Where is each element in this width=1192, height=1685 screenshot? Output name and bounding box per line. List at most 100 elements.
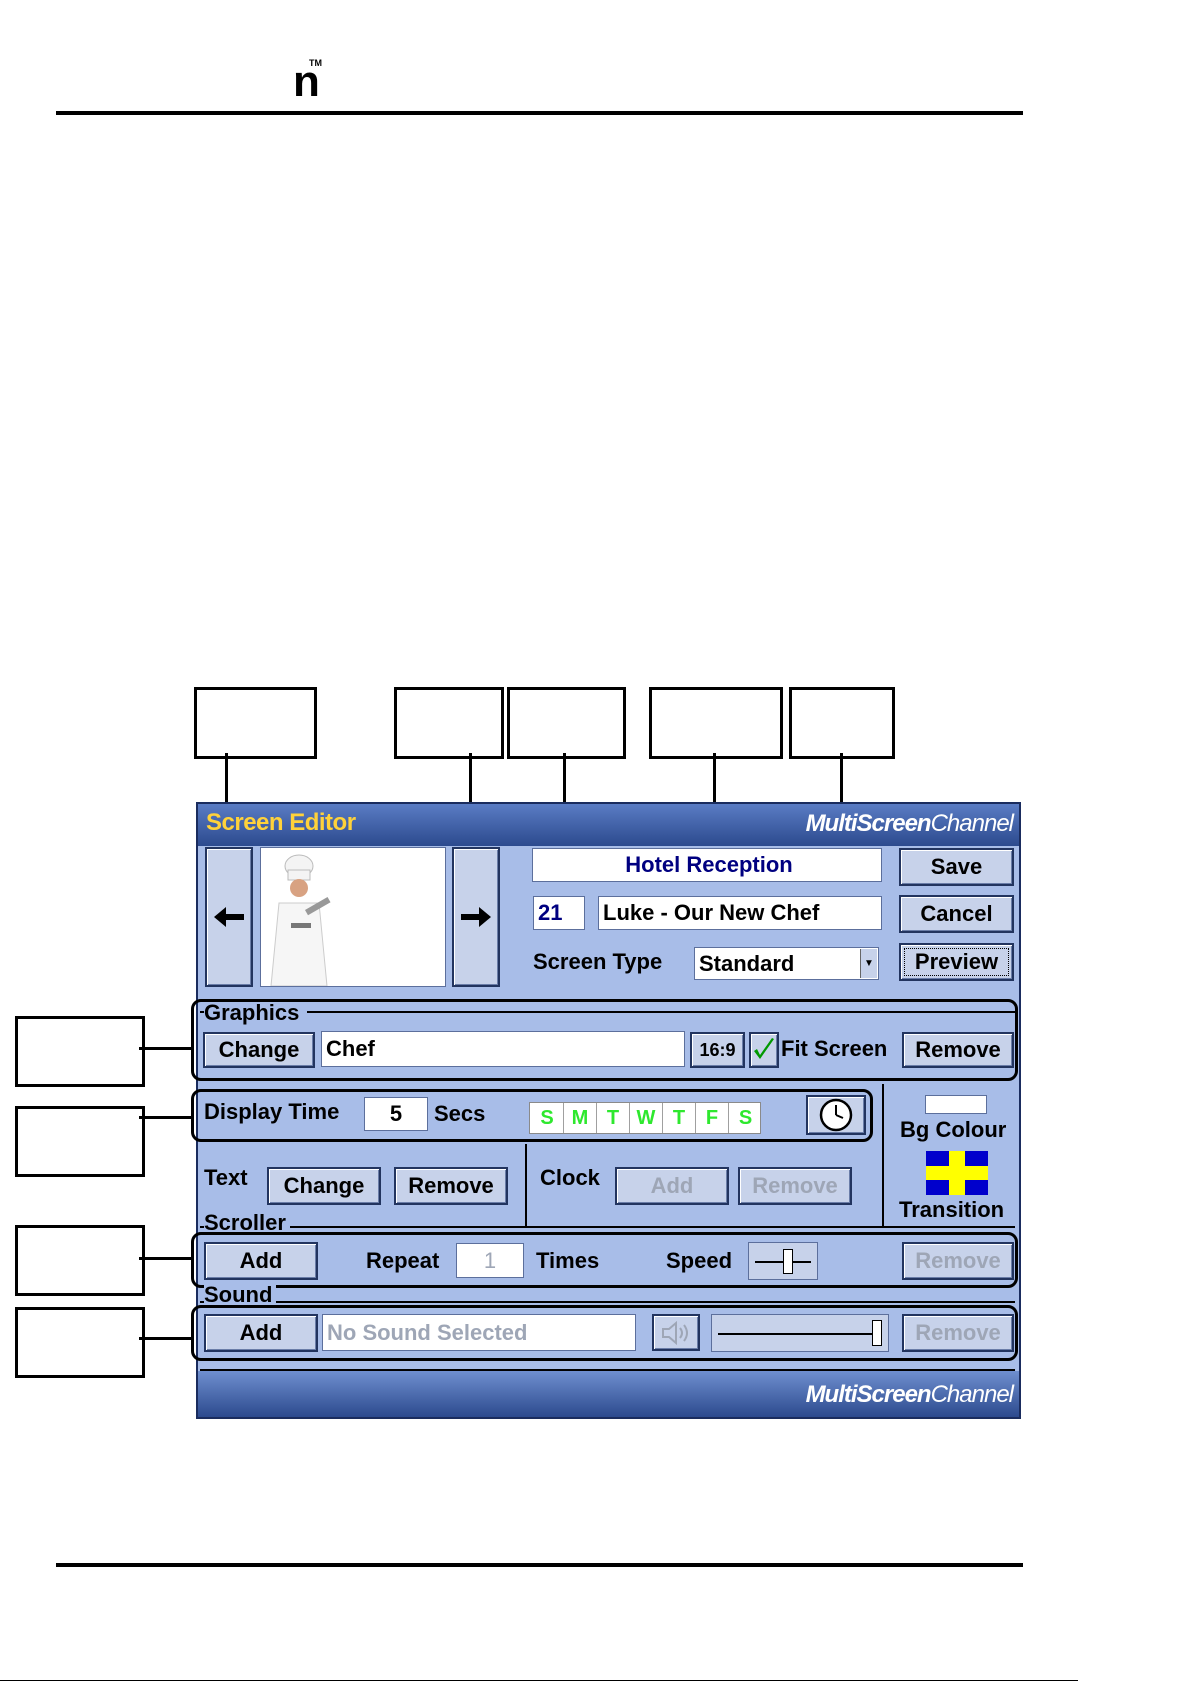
clock-label: Clock bbox=[540, 1165, 600, 1190]
brand-light: Channel bbox=[930, 1381, 1014, 1408]
speed-label: Speed bbox=[666, 1248, 733, 1273]
brand-logo: n TM bbox=[293, 57, 333, 106]
callout-box-2 bbox=[394, 687, 504, 759]
speed-slider[interactable] bbox=[748, 1242, 818, 1280]
brand-footer: MultiScreenChannel bbox=[805, 1381, 1014, 1409]
callout-line-7 bbox=[139, 1116, 193, 1119]
bg-colour-swatch[interactable] bbox=[925, 1095, 987, 1114]
scroller-label: Scroller bbox=[204, 1210, 290, 1236]
bottom-separator bbox=[200, 1369, 1015, 1371]
sound-separator bbox=[200, 1301, 1015, 1303]
callout-box-4 bbox=[649, 687, 783, 759]
screen-thumbnail[interactable] bbox=[260, 847, 446, 987]
graphics-callout-outline bbox=[191, 999, 1018, 1081]
sound-remove-button[interactable]: Remove bbox=[902, 1314, 1014, 1352]
next-screen-button[interactable] bbox=[452, 847, 500, 987]
callout-line-8 bbox=[139, 1257, 193, 1260]
callout-box-9 bbox=[15, 1307, 145, 1378]
brand-header: MultiScreenChannel bbox=[805, 810, 1014, 838]
scroller-remove-button[interactable]: Remove bbox=[902, 1242, 1014, 1280]
day-saturday[interactable]: S bbox=[738, 1106, 753, 1129]
sound-callout-outline bbox=[191, 1305, 1018, 1361]
day-tuesday[interactable]: T bbox=[597, 1103, 630, 1133]
brand-bold: MultiScreen bbox=[805, 1381, 932, 1408]
footer-bar: MultiScreenChannel bbox=[198, 1371, 1019, 1417]
graphics-remove-button[interactable]: Remove bbox=[902, 1032, 1014, 1068]
text-clock-divider bbox=[525, 1144, 527, 1226]
display-time-input[interactable]: 5 bbox=[364, 1097, 428, 1131]
text-label: Text bbox=[204, 1165, 248, 1190]
header-rule bbox=[56, 111, 1023, 115]
transition-label: Transition bbox=[899, 1197, 1005, 1222]
save-button[interactable]: Save bbox=[899, 848, 1014, 886]
fit-screen-checkbox[interactable] bbox=[749, 1032, 779, 1068]
title-bar: Screen Editor MultiScreenChannel bbox=[198, 804, 1019, 846]
clock-add-button[interactable]: Add bbox=[615, 1167, 729, 1205]
text-remove-button[interactable]: Remove bbox=[394, 1167, 508, 1205]
day-wednesday[interactable]: W bbox=[630, 1103, 663, 1133]
playlist-name-field[interactable]: Hotel Reception bbox=[532, 848, 882, 882]
day-thursday[interactable]: T bbox=[663, 1103, 696, 1133]
times-label: Times bbox=[536, 1248, 600, 1273]
chef-image bbox=[270, 854, 331, 987]
screen-number-field[interactable]: 21 bbox=[533, 896, 585, 930]
volume-slider[interactable] bbox=[711, 1314, 889, 1352]
scroller-callout-outline bbox=[191, 1232, 1018, 1288]
schedule-clock-button[interactable] bbox=[806, 1095, 866, 1135]
screen-type-value: Standard bbox=[699, 950, 795, 976]
cancel-button[interactable]: Cancel bbox=[899, 895, 1014, 933]
callout-box-6 bbox=[15, 1016, 145, 1087]
graphics-file-field[interactable]: Chef bbox=[321, 1031, 685, 1067]
secs-label: Secs bbox=[434, 1101, 486, 1126]
sound-file-field[interactable]: No Sound Selected bbox=[322, 1314, 636, 1351]
trademark: TM bbox=[309, 58, 322, 68]
screen-name-field[interactable]: Luke - Our New Chef bbox=[598, 896, 882, 930]
preview-button[interactable]: Preview bbox=[899, 943, 1014, 981]
day-sunday[interactable]: S bbox=[531, 1103, 564, 1133]
right-column-divider bbox=[882, 1084, 884, 1226]
clock-icon bbox=[819, 1098, 853, 1132]
callout-line-6 bbox=[139, 1047, 193, 1050]
text-change-button[interactable]: Change bbox=[267, 1167, 381, 1205]
screen-type-select[interactable]: Standard ▼ bbox=[694, 947, 879, 980]
graphics-separator bbox=[200, 1011, 1015, 1013]
scroller-add-button[interactable]: Add bbox=[204, 1242, 318, 1280]
repeat-input[interactable]: 1 bbox=[456, 1243, 524, 1278]
callout-line-4 bbox=[713, 753, 716, 843]
repeat-label: Repeat bbox=[366, 1248, 440, 1273]
page-bottom-rule bbox=[0, 1680, 1078, 1681]
speaker-icon bbox=[662, 1320, 688, 1345]
scroller-separator bbox=[200, 1226, 1015, 1228]
days-selector bbox=[529, 1102, 761, 1134]
aspect-ratio-button[interactable]: 16:9 bbox=[690, 1032, 745, 1068]
sound-add-button[interactable]: Add bbox=[204, 1314, 318, 1352]
callout-box-3 bbox=[507, 687, 626, 759]
brand-light: Channel bbox=[930, 810, 1014, 837]
footer-rule bbox=[56, 1563, 1023, 1567]
previous-screen-button[interactable] bbox=[205, 847, 253, 987]
callout-box-5 bbox=[789, 687, 895, 759]
screen-type-label: Screen Type bbox=[533, 949, 663, 974]
day-monday[interactable]: M bbox=[564, 1103, 597, 1133]
clock-remove-button[interactable]: Remove bbox=[738, 1167, 852, 1205]
speaker-button[interactable] bbox=[652, 1314, 700, 1351]
dropdown-arrow-icon[interactable]: ▼ bbox=[860, 949, 877, 978]
day-friday[interactable]: F bbox=[696, 1103, 729, 1133]
transition-icon[interactable] bbox=[926, 1151, 988, 1195]
graphics-label: Graphics bbox=[204, 1000, 308, 1026]
logo-letter: n bbox=[293, 57, 320, 106]
arrow-left-icon bbox=[214, 907, 244, 927]
arrow-right-icon bbox=[461, 907, 491, 927]
speed-slider-handle[interactable] bbox=[783, 1249, 793, 1274]
callout-box-8 bbox=[15, 1225, 145, 1296]
callout-line-9 bbox=[139, 1337, 193, 1340]
checkmark-icon bbox=[754, 1038, 774, 1059]
brand-bold: MultiScreen bbox=[805, 810, 932, 837]
bg-colour-label: Bg Colour bbox=[900, 1117, 1007, 1142]
window-title: Screen Editor bbox=[206, 809, 356, 836]
sound-label: Sound bbox=[204, 1282, 277, 1308]
volume-slider-handle[interactable] bbox=[872, 1320, 882, 1346]
graphics-change-button[interactable]: Change bbox=[203, 1032, 315, 1068]
display-time-label: Display Time bbox=[204, 1099, 340, 1124]
display-time-callout-outline bbox=[191, 1089, 873, 1142]
